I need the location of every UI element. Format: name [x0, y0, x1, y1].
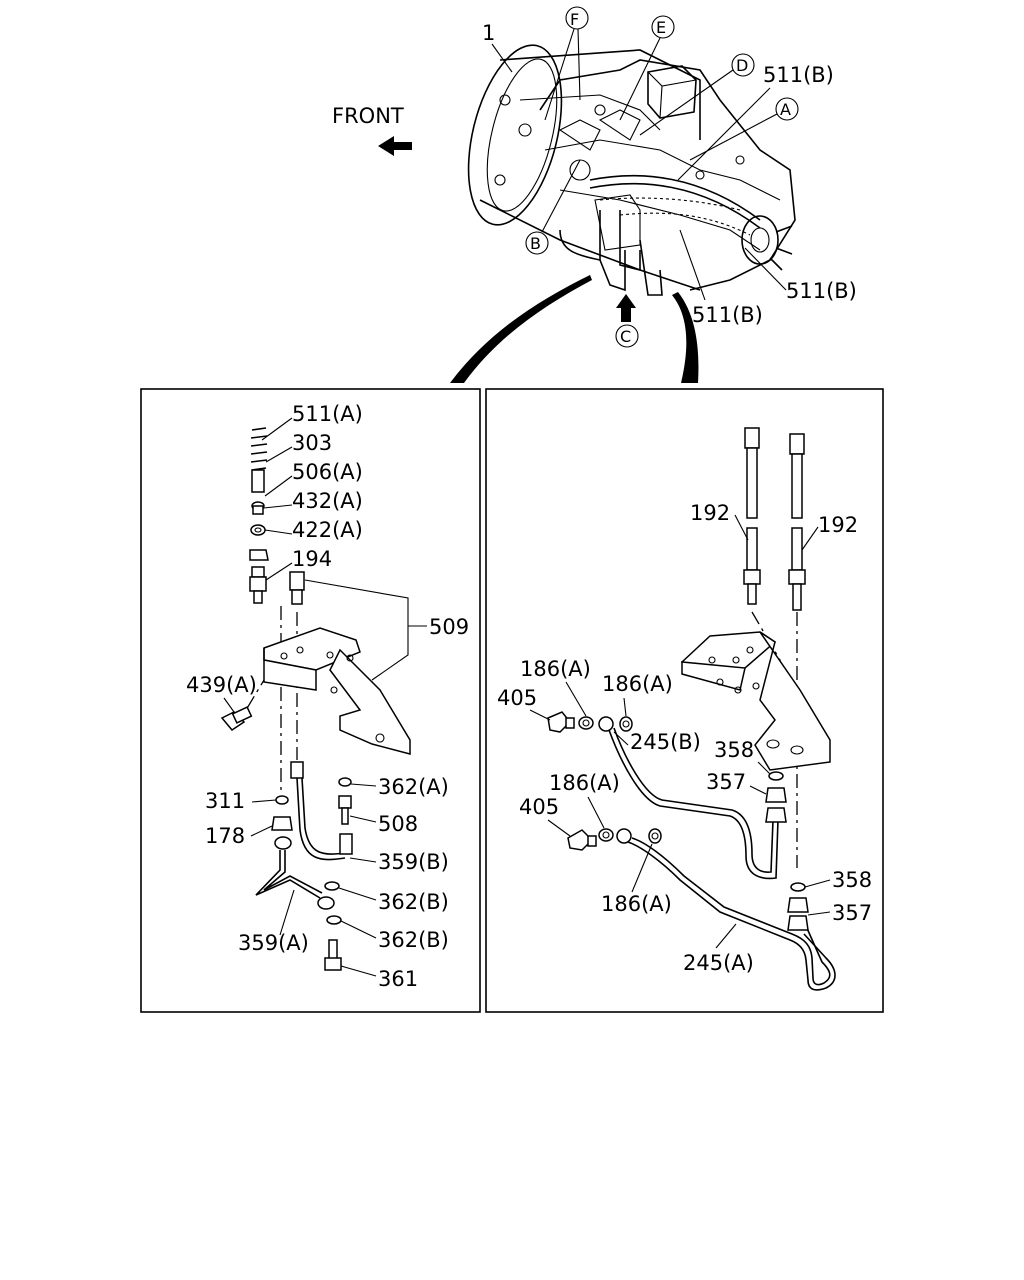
callout-ref-b: B	[530, 234, 541, 253]
callout-511b-top: 511(B)	[763, 63, 834, 87]
label-357-upper: 357	[706, 770, 746, 794]
label-359b: 359(B)	[378, 850, 449, 874]
label-358-lower: 358	[832, 868, 872, 892]
label-245a: 245(A)	[683, 951, 754, 975]
label-362b-lower: 362(B)	[378, 928, 449, 952]
callout-ref-f: F	[570, 10, 579, 29]
callout-511b-right: 511(B)	[786, 279, 857, 303]
label-506a: 506(A)	[292, 460, 363, 484]
label-178: 178	[205, 824, 245, 848]
label-192-right: 192	[818, 513, 858, 537]
callout-511b-bottom: 511(B)	[692, 303, 763, 327]
label-509: 509	[429, 615, 469, 639]
callout-ref-d: D	[736, 56, 748, 75]
label-511a: 511(A)	[292, 402, 363, 426]
label-508: 508	[378, 812, 418, 836]
left-detail-panel	[140, 388, 481, 1013]
front-label: FRONT	[332, 104, 404, 128]
hose-192-left	[743, 427, 761, 605]
left-detail-connector	[450, 275, 592, 383]
label-422a: 422(A)	[292, 518, 363, 542]
label-311: 311	[205, 789, 245, 813]
callout-part-1: 1	[482, 21, 495, 45]
label-186a-3: 186(A)	[549, 771, 620, 795]
label-186a-4: 186(A)	[601, 892, 672, 916]
label-194: 194	[292, 547, 332, 571]
label-359a: 359(A)	[238, 931, 309, 955]
label-186a-2: 186(A)	[602, 672, 673, 696]
right-detail-panel	[485, 388, 884, 1013]
callout-ref-a: A	[780, 100, 791, 119]
label-361: 361	[378, 967, 418, 991]
right-detail-connector	[672, 292, 699, 383]
label-362b-upper: 362(B)	[378, 890, 449, 914]
front-arrow-icon	[378, 136, 412, 156]
label-245b: 245(B)	[630, 730, 701, 754]
label-405-upper: 405	[497, 686, 537, 710]
hose-192-right	[788, 433, 806, 611]
label-405-lower: 405	[519, 795, 559, 819]
transmission-overview	[467, 44, 796, 322]
label-186a-1: 186(A)	[520, 657, 591, 681]
label-439a: 439(A)	[186, 673, 257, 697]
label-357-lower: 357	[832, 901, 872, 925]
label-362a: 362(A)	[378, 775, 449, 799]
label-432a: 432(A)	[292, 489, 363, 513]
label-192-left: 192	[690, 501, 730, 525]
label-303: 303	[292, 431, 332, 455]
callout-ref-c: C	[620, 327, 631, 346]
callout-ref-e: E	[656, 18, 666, 37]
label-358-upper: 358	[714, 738, 754, 762]
